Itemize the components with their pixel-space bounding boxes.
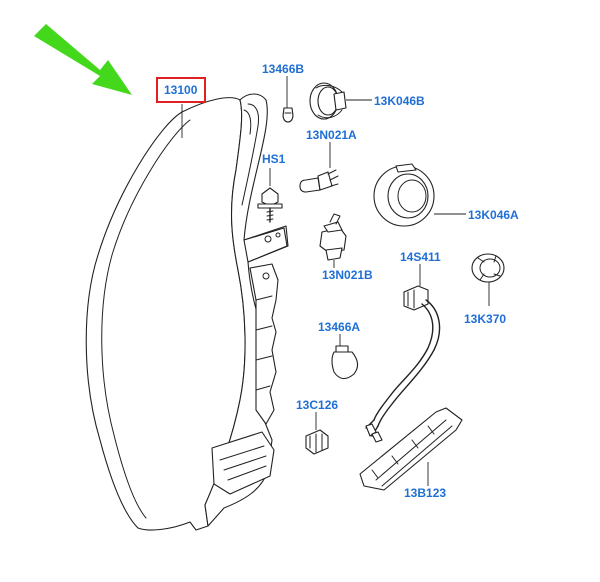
label-13B123[interactable]: 13B123 <box>404 486 447 500</box>
label-13K046B[interactable]: 13K046B <box>374 94 425 108</box>
wiring-14S411 <box>365 264 441 443</box>
cap-13K046B <box>309 82 372 120</box>
label-13466A[interactable]: 13466A <box>318 320 361 334</box>
label-13100[interactable]: 13100 <box>164 83 198 97</box>
label-13N021A[interactable]: 13N021A <box>306 128 357 142</box>
label-13K370[interactable]: 13K370 <box>464 312 507 326</box>
label-HS1[interactable]: HS1 <box>262 152 286 166</box>
label-13N021B[interactable]: 13N021B <box>322 268 373 282</box>
bulb-13466A <box>331 334 359 380</box>
label-13466B[interactable]: 13466B <box>262 62 305 76</box>
cap-13K046A <box>373 163 466 227</box>
label-13K046A[interactable]: 13K046A <box>468 208 519 222</box>
screw-HS1 <box>257 168 283 223</box>
highlight-box <box>156 77 206 103</box>
socket-13C126 <box>305 412 329 455</box>
green-arrow-icon <box>34 24 132 95</box>
bulb-13N021B <box>319 213 347 268</box>
label-13C126[interactable]: 13C126 <box>296 398 339 412</box>
bulb-13N021A <box>299 142 339 193</box>
headlamp-assembly <box>85 93 289 531</box>
bulb-13466B <box>282 76 294 123</box>
socket-13K370 <box>471 253 505 306</box>
label-14S411[interactable]: 14S411 <box>400 250 441 264</box>
strip-13B123 <box>359 407 463 491</box>
